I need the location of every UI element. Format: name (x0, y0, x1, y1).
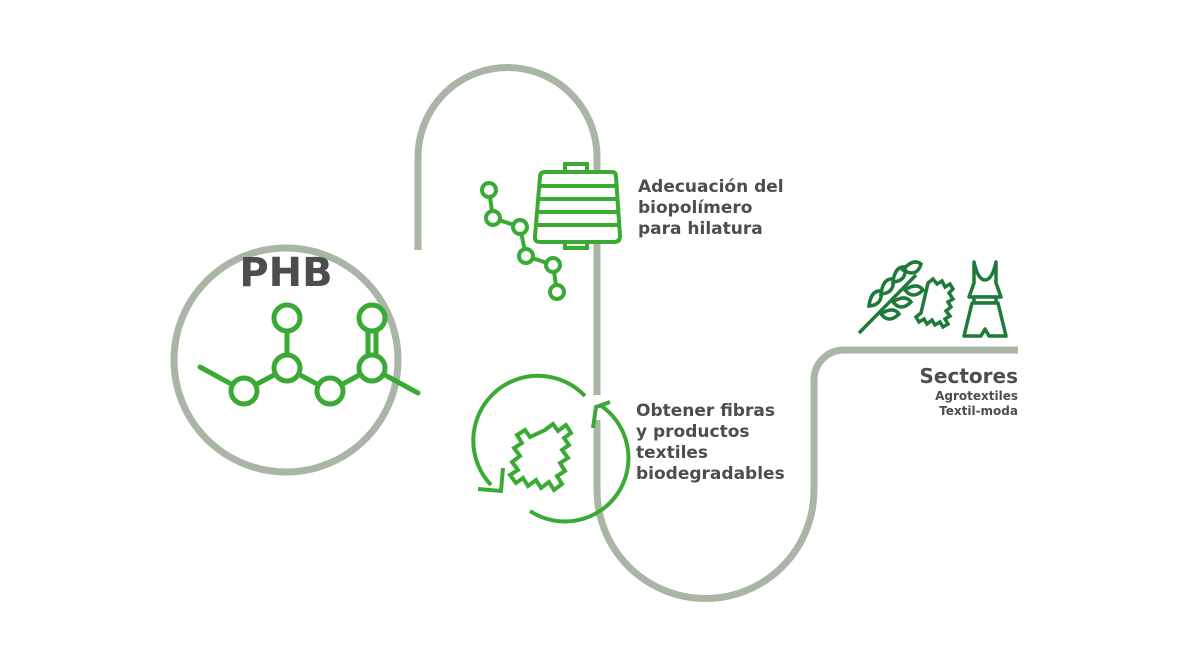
step-line: biodegradables (636, 464, 785, 484)
molecule-chain-icon (480, 181, 566, 301)
fabric-icon (507, 421, 574, 493)
sectors-block: Sectores Agrotextiles Textil-moda (920, 363, 1018, 419)
phb-molecule-icon (197, 302, 421, 407)
sectors-title: Sectores (919, 364, 1018, 388)
wheat-icon (857, 260, 926, 335)
sector-item: Textil-moda (939, 404, 1018, 418)
step-line: textiles (636, 443, 709, 463)
recycle-arrows-icon (471, 373, 631, 524)
flow-path (414, 64, 1018, 602)
step-line: y productos (636, 422, 750, 442)
sector-item: Agrotextiles (935, 389, 1018, 403)
step-line: Obtener fibras (636, 401, 775, 421)
step-obtener-label: Obtener fibras y productos textiles biod… (636, 401, 785, 485)
step-line: Adecuación del (638, 177, 784, 197)
step-line: para hilatura (638, 219, 763, 239)
fabric-sector-icon (913, 276, 956, 330)
dress-icon (962, 260, 1008, 338)
step-line: biopolímero (638, 198, 753, 218)
phb-title: PHB (239, 250, 333, 296)
spool-icon (532, 162, 623, 250)
step-adecuacion-label: Adecuación del biopolímero para hilatura (638, 177, 784, 240)
